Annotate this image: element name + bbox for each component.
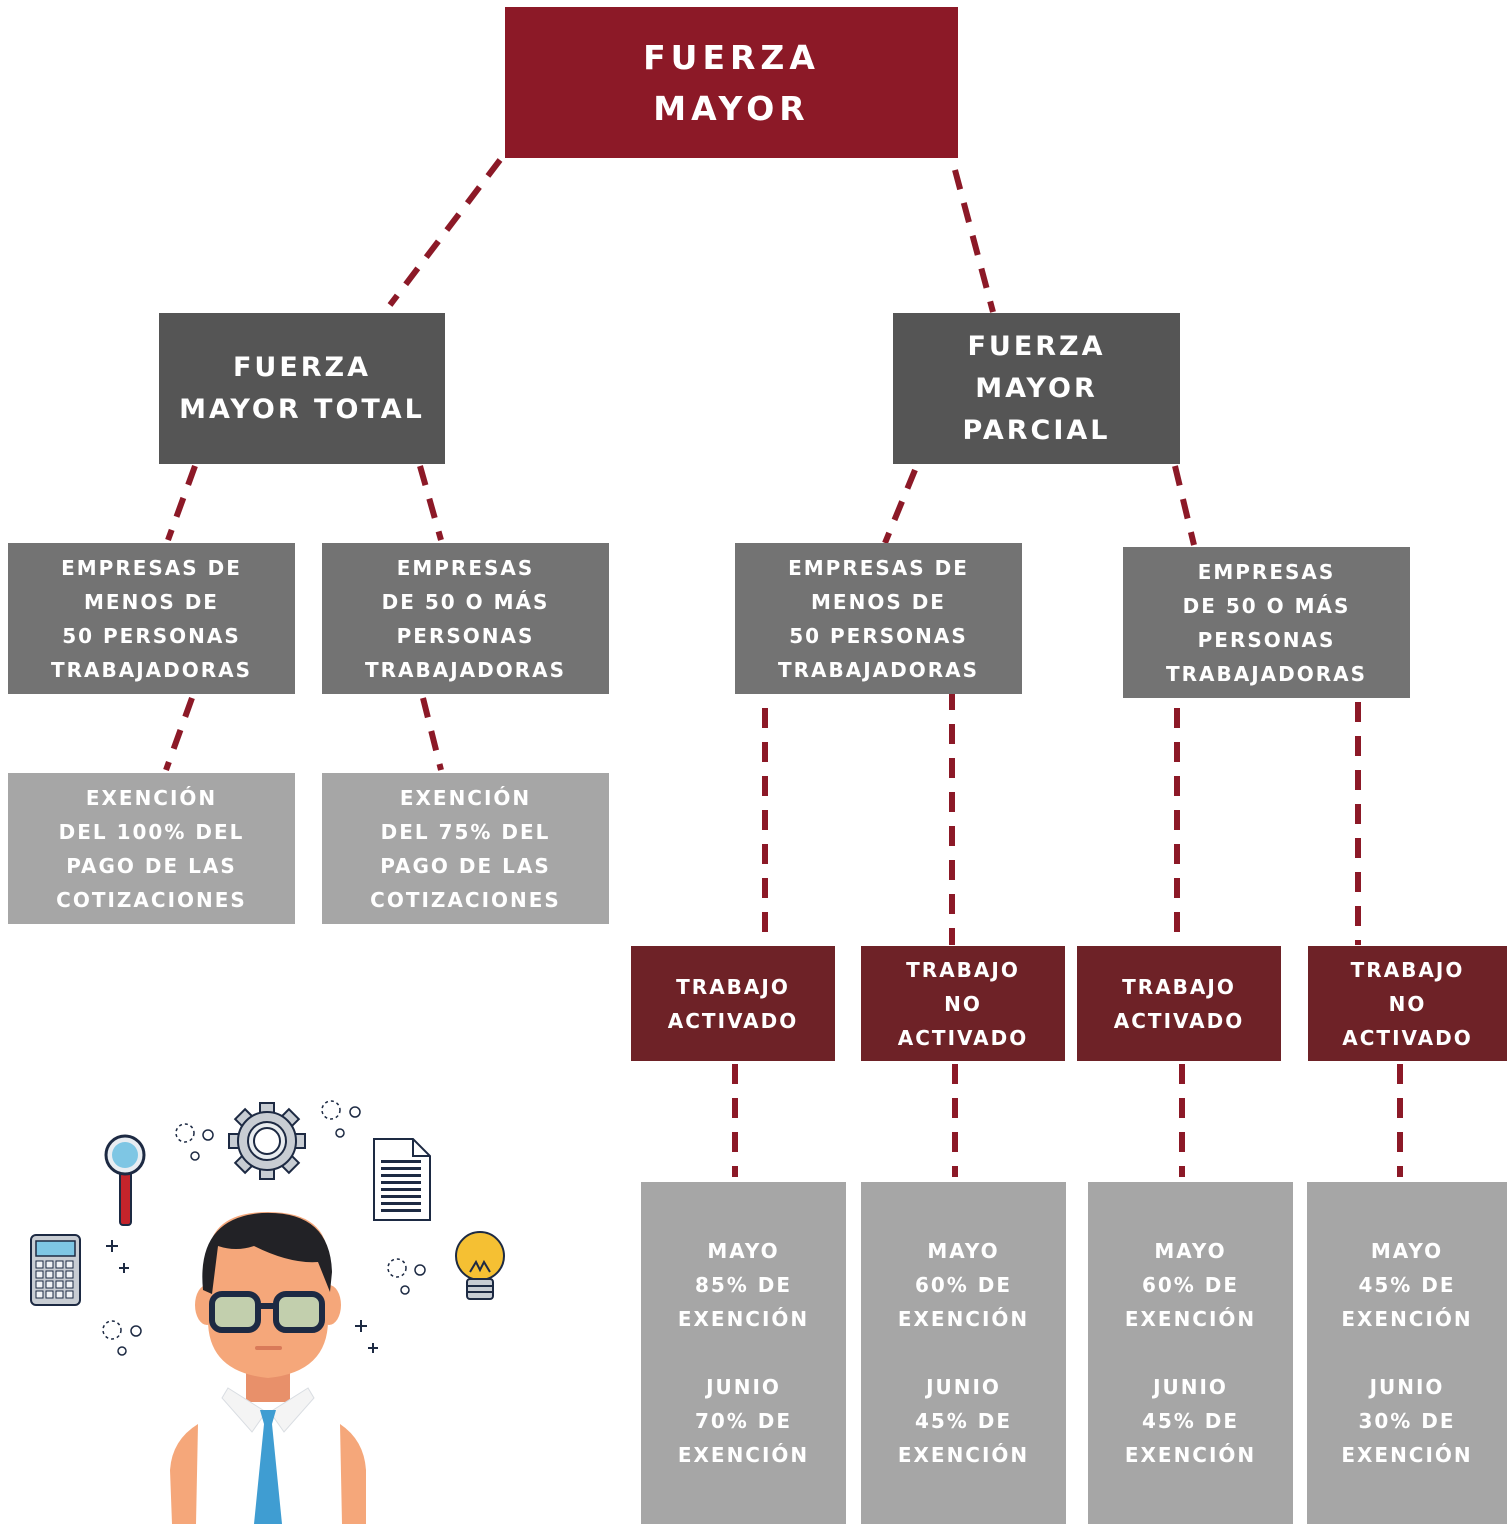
- company-size-line: TRABAJADORAS: [777, 657, 980, 682]
- junio-line: JUNIO: [706, 1375, 781, 1399]
- company-size-line: DE 50 O MÁS: [381, 589, 550, 614]
- mayo-line: 60% DE: [914, 1273, 1013, 1297]
- root-line-2: MAYOR: [653, 88, 810, 128]
- document-icon: [373, 1138, 431, 1221]
- junio-line: JUNIO: [1369, 1375, 1445, 1399]
- large-no-activado-exemptions: MAYO 45% DE EXENCIÓN JUNIO 30% DE EXENCI…: [1307, 1182, 1507, 1524]
- company-size-line: 50 PERSONAS: [62, 623, 241, 648]
- exemption-line: EXENCIÓN: [399, 785, 532, 810]
- work-status-line: ACTIVADO: [1113, 1008, 1245, 1033]
- work-status-line: TRABAJO: [1350, 957, 1465, 982]
- parcial-empresas-50-o-mas: EMPRESAS DE 50 O MÁS PERSONAS TRABAJADOR…: [1123, 547, 1410, 698]
- magnifier-icon: [104, 1134, 146, 1226]
- company-size-line: PERSONAS: [396, 623, 535, 648]
- small-trabajo-no-activado: TRABAJO NO ACTIVADO: [861, 946, 1065, 1061]
- mayo-line: EXENCIÓN: [1341, 1307, 1473, 1331]
- total-empresas-menos-50: EMPRESAS DE MENOS DE 50 PERSONAS TRABAJA…: [8, 543, 295, 694]
- work-status-line: TRABAJO: [1122, 974, 1236, 999]
- junio-line: JUNIO: [1153, 1375, 1228, 1399]
- work-status-line: NO: [944, 991, 982, 1016]
- junio-line: 45% DE: [914, 1409, 1013, 1433]
- junio-line: EXENCIÓN: [897, 1443, 1030, 1467]
- small-activado-exemptions: MAYO 85% DE EXENCIÓN JUNIO 70% DE EXENCI…: [641, 1182, 846, 1524]
- company-size-line: TRABAJADORAS: [1165, 661, 1368, 686]
- company-size-line: MENOS DE: [811, 589, 946, 614]
- fuerza-mayor-total: FUERZA MAYOR TOTAL: [159, 313, 445, 464]
- mayo-line: EXENCIÓN: [677, 1307, 810, 1331]
- total-large-exemption: EXENCIÓN DEL 75% DEL PAGO DE LAS COTIZAC…: [322, 773, 609, 924]
- calculator-icon: [30, 1234, 81, 1306]
- mayo-line: 60% DE: [1141, 1273, 1240, 1297]
- large-trabajo-activado: TRABAJO ACTIVADO: [1077, 946, 1281, 1061]
- junio-line: 30% DE: [1358, 1409, 1456, 1433]
- total-title-line-1: FUERZA: [232, 351, 372, 383]
- junio-line: EXENCIÓN: [677, 1443, 810, 1467]
- mayo-line: MAYO: [1154, 1239, 1227, 1263]
- work-status-line: ACTIVADO: [1342, 1025, 1473, 1050]
- work-status-line: TRABAJO: [676, 974, 790, 999]
- root-line-1: FUERZA: [643, 37, 820, 77]
- bubbles-icon: [102, 1100, 426, 1356]
- parcial-title-line-2: MAYOR: [975, 372, 1098, 404]
- exemption-line: PAGO DE LAS: [380, 853, 551, 878]
- exemption-line: COTIZACIONES: [56, 887, 247, 912]
- exemption-line: PAGO DE LAS: [66, 853, 237, 878]
- junio-line: JUNIO: [926, 1375, 1001, 1399]
- junio-line: 45% DE: [1141, 1409, 1240, 1433]
- large-trabajo-no-activado: TRABAJO NO ACTIVADO: [1308, 946, 1507, 1061]
- exemption-line: EXENCIÓN: [85, 785, 218, 810]
- fuerza-mayor-parcial: FUERZA MAYOR PARCIAL: [893, 313, 1180, 464]
- person-with-glasses: [170, 1212, 366, 1524]
- junio-line: EXENCIÓN: [1341, 1443, 1473, 1467]
- work-status-line: TRABAJO: [906, 957, 1020, 982]
- company-size-line: MENOS DE: [84, 589, 219, 614]
- mayo-line: MAYO: [927, 1239, 1000, 1263]
- large-activado-exemptions: MAYO 60% DE EXENCIÓN JUNIO 45% DE EXENCI…: [1088, 1182, 1293, 1524]
- mayo-line: EXENCIÓN: [1124, 1307, 1257, 1331]
- junio-line: EXENCIÓN: [1124, 1443, 1257, 1467]
- company-size-line: 50 PERSONAS: [789, 623, 968, 648]
- exemption-line: DEL 100% DEL: [58, 819, 245, 844]
- mayo-line: MAYO: [1370, 1239, 1444, 1263]
- lightbulb-icon: [455, 1231, 505, 1300]
- total-empresas-50-o-mas: EMPRESAS DE 50 O MÁS PERSONAS TRABAJADOR…: [322, 543, 609, 694]
- mayo-line: EXENCIÓN: [897, 1307, 1030, 1331]
- company-size-line: EMPRESAS: [396, 555, 535, 580]
- exemption-line: DEL 75% DEL: [380, 819, 551, 844]
- company-size-line: TRABAJADORAS: [50, 657, 253, 682]
- parcial-title-line-1: FUERZA: [967, 330, 1106, 362]
- junio-line: 70% DE: [694, 1409, 793, 1433]
- root-fuerza-mayor: FUERZA MAYOR: [505, 7, 958, 158]
- parcial-empresas-menos-50: EMPRESAS DE MENOS DE 50 PERSONAS TRABAJA…: [735, 543, 1022, 694]
- mayo-line: MAYO: [707, 1239, 780, 1263]
- total-title-line-2: MAYOR TOTAL: [179, 393, 425, 425]
- gear-icon: [228, 1102, 306, 1180]
- small-trabajo-activado: TRABAJO ACTIVADO: [631, 946, 835, 1061]
- company-size-line: EMPRESAS DE: [788, 555, 969, 580]
- small-no-activado-exemptions: MAYO 60% DE EXENCIÓN JUNIO 45% DE EXENCI…: [861, 1182, 1066, 1524]
- work-status-line: NO: [1388, 991, 1427, 1016]
- total-small-exemption: EXENCIÓN DEL 100% DEL PAGO DE LAS COTIZA…: [8, 773, 295, 924]
- exemption-line: COTIZACIONES: [370, 887, 561, 912]
- company-size-line: DE 50 O MÁS: [1182, 593, 1351, 618]
- plus-icon: [106, 1240, 378, 1353]
- mayo-line: 45% DE: [1358, 1273, 1456, 1297]
- parcial-title-line-3: PARCIAL: [962, 414, 1111, 446]
- company-size-line: EMPRESAS DE: [61, 555, 242, 580]
- company-size-line: PERSONAS: [1197, 627, 1336, 652]
- mayo-line: 85% DE: [694, 1273, 793, 1297]
- work-status-line: ACTIVADO: [897, 1025, 1029, 1050]
- company-size-line: EMPRESAS: [1197, 559, 1336, 584]
- company-size-line: TRABAJADORAS: [364, 657, 567, 682]
- work-status-line: ACTIVADO: [667, 1008, 799, 1033]
